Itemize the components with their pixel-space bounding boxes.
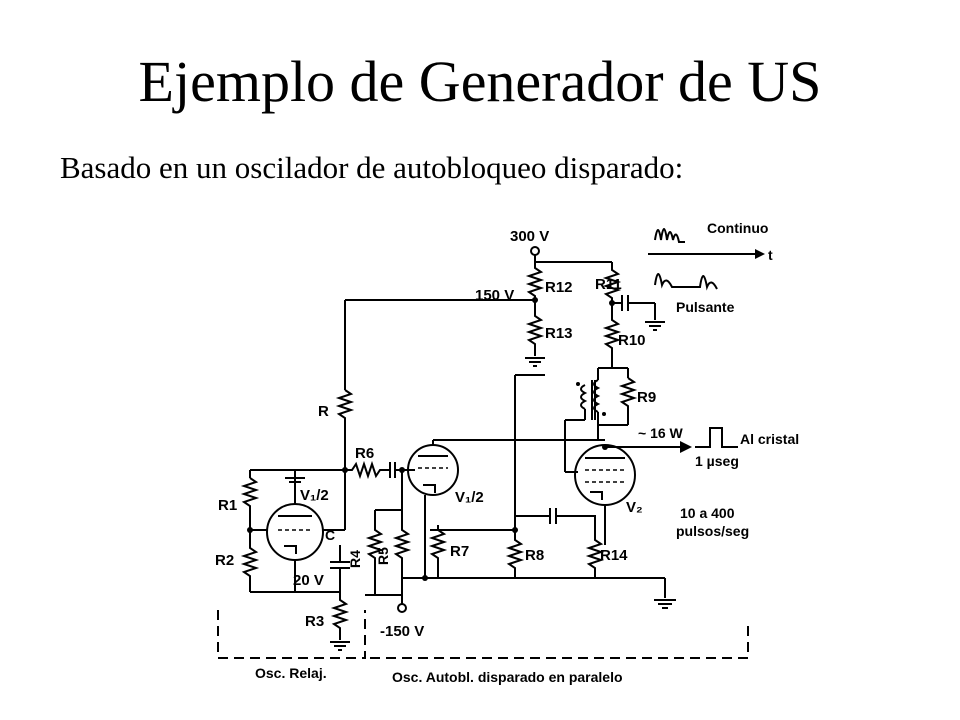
label-osc-autobl: Osc. Autobl. disparado en paralelo xyxy=(392,669,623,685)
r8-section xyxy=(425,529,595,579)
r4-section xyxy=(344,470,385,595)
label-v1-left: V₁/2 xyxy=(300,487,329,504)
label-duration: 1 µseg xyxy=(695,453,739,469)
resistor-r7 xyxy=(428,525,448,578)
boundary-osc-relaj xyxy=(217,610,366,659)
label-neg150v: -150 V xyxy=(380,623,424,640)
pulse-transformer xyxy=(433,368,738,530)
label-v1-right: V₁/2 xyxy=(455,489,484,506)
continuous-wave-icon xyxy=(654,228,685,243)
label-r14: R14 xyxy=(600,547,628,564)
resistor-r13 xyxy=(525,300,545,356)
cathode-section xyxy=(512,508,676,609)
supply-section xyxy=(345,246,665,369)
relax-feed xyxy=(270,300,415,480)
block-boundaries xyxy=(217,610,749,659)
schematic-labels: 300 V 150 V R12 R11 R13 R10 R9 R R6 R1 R… xyxy=(215,220,799,685)
label-r13: R13 xyxy=(545,325,573,342)
resistor-r5 xyxy=(392,510,412,578)
tube-v2 xyxy=(574,444,636,545)
label-c: C xyxy=(325,527,335,543)
resistor-r1 xyxy=(240,477,260,530)
label-r4: R4 xyxy=(347,550,363,568)
label-r: R xyxy=(318,403,329,420)
terminal-neg150v xyxy=(397,603,407,613)
resistor-r3 xyxy=(330,592,350,640)
resistor-r8 xyxy=(505,530,525,578)
label-r7: R7 xyxy=(450,543,469,560)
tube-v1-right xyxy=(401,440,459,578)
label-r11: R11 xyxy=(595,276,622,293)
label-continuo: Continuo xyxy=(707,220,768,236)
resistor-r xyxy=(335,389,355,470)
slide-title: Ejemplo de Generador de US xyxy=(138,49,822,114)
label-r2: R2 xyxy=(215,552,234,569)
boundary-osc-autobl xyxy=(370,620,749,659)
resistor-r11 xyxy=(602,262,622,303)
waveform-legend xyxy=(648,228,765,291)
label-cristal: Al cristal xyxy=(740,431,799,447)
resistor-r6 xyxy=(345,460,390,480)
label-r8: R8 xyxy=(525,547,544,564)
label-r12: R12 xyxy=(545,279,573,296)
label-r6: R6 xyxy=(355,445,374,462)
label-power: ~ 16 W xyxy=(638,425,684,441)
resistor-r4 xyxy=(365,510,385,578)
label-20v: 20 V xyxy=(293,572,324,589)
label-rate-1: 10 a 400 xyxy=(680,505,735,521)
label-r9: R9 xyxy=(637,389,656,406)
resistor-r12 xyxy=(525,262,545,300)
resistor-r9 xyxy=(618,377,638,425)
label-osc-relaj: Osc. Relaj. xyxy=(255,665,327,681)
label-150v: 150 V xyxy=(475,287,514,304)
tube-v1-left xyxy=(266,470,345,561)
resistor-r2 xyxy=(240,530,260,592)
label-r1: R1 xyxy=(218,497,237,514)
label-300v: 300 V xyxy=(510,228,549,245)
label-rate-2: pulsos/seg xyxy=(676,523,749,539)
label-pulsante: Pulsante xyxy=(676,299,735,315)
label-v2: V₂ xyxy=(626,499,643,516)
label-t: t xyxy=(768,247,773,263)
resistor-r10 xyxy=(602,303,622,368)
terminal-300v xyxy=(530,246,540,256)
label-r10: R10 xyxy=(618,332,646,349)
label-r5: R5 xyxy=(375,547,391,565)
resistor-r14 xyxy=(585,515,605,578)
relax-network xyxy=(240,469,350,651)
r5-r7-section xyxy=(365,509,448,613)
label-r3: R3 xyxy=(305,613,324,630)
slide-subtitle: Basado en un oscilador de autobloqueo di… xyxy=(60,150,684,185)
pulsed-wave-icon xyxy=(654,273,718,291)
output-pulse-icon xyxy=(695,427,738,448)
